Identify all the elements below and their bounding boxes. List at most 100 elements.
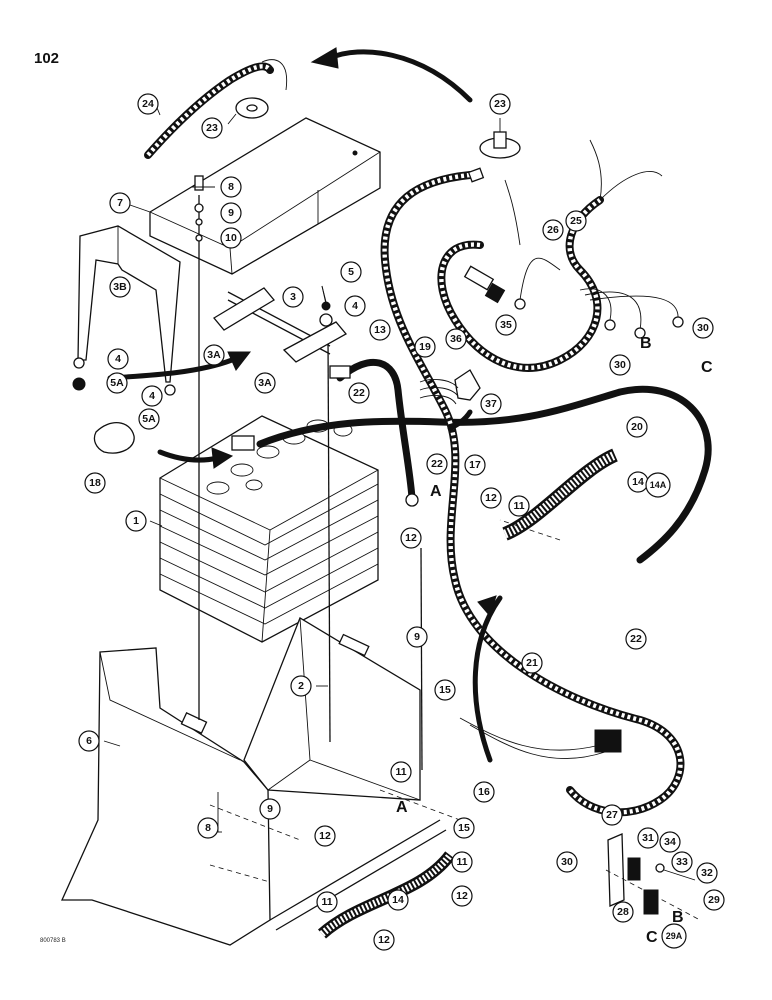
page-number: 102 [34, 50, 60, 67]
assembly-arrows [107, 47, 503, 763]
svg-text:8: 8 [205, 822, 211, 834]
callout-32: 32 [696, 862, 718, 884]
svg-text:10: 10 [225, 232, 237, 244]
svg-text:11: 11 [456, 856, 467, 868]
svg-text:26: 26 [547, 224, 559, 236]
ground-strap-14-lower [318, 851, 455, 939]
callout-21: 21 [521, 652, 543, 674]
svg-text:37: 37 [485, 398, 497, 410]
svg-text:12: 12 [378, 934, 390, 946]
callout-5a-a: 5A [106, 372, 128, 394]
svg-text:16: 16 [478, 786, 490, 798]
boot-19 [419, 379, 459, 405]
terminal-boot-18 [93, 422, 135, 454]
callout-2: 2 [290, 675, 312, 697]
callout-23-b: 23 [489, 93, 511, 115]
svg-text:30: 30 [561, 856, 573, 868]
hold-down-bar [213, 287, 348, 363]
callout-15-b: 15 [453, 817, 475, 839]
bracket-27 [607, 833, 696, 915]
svg-text:31: 31 [642, 832, 654, 844]
callout-4-c: 4 [141, 385, 163, 407]
callout-11-d: 11 [316, 891, 338, 913]
bracket-3b [72, 225, 181, 396]
alignment-lines [209, 519, 701, 921]
callout-22-a: 22 [348, 382, 370, 404]
leader-lines [103, 102, 501, 833]
callout-19: 19 [414, 336, 436, 358]
callout-28: 28 [612, 901, 634, 923]
figure-code: 800783 B [40, 938, 66, 944]
callout-3a-right: 3A [254, 372, 276, 394]
svg-text:3A: 3A [207, 349, 221, 361]
svg-text:3: 3 [290, 291, 296, 303]
svg-text:11: 11 [395, 766, 406, 778]
svg-text:12: 12 [485, 492, 497, 504]
svg-text:9: 9 [267, 803, 273, 815]
svg-text:11: 11 [321, 896, 332, 908]
callout-8-a: 8 [220, 176, 242, 198]
callout-4-b: 4 [344, 295, 366, 317]
callout-29a: 29A [661, 923, 687, 949]
callout-16: 16 [473, 781, 495, 803]
svg-text:5A: 5A [110, 377, 124, 389]
connection-letter-a-lower: A [396, 799, 408, 816]
svg-text:19: 19 [419, 341, 431, 353]
svg-text:28: 28 [617, 906, 629, 918]
svg-text:29: 29 [708, 894, 720, 906]
cable-24 [144, 59, 288, 159]
callout-10: 10 [220, 227, 242, 249]
svg-text:14: 14 [632, 476, 644, 488]
callout-5: 5 [340, 261, 362, 283]
svg-text:25: 25 [570, 215, 582, 227]
connection-letter-b-lower: B [672, 909, 684, 926]
callout-6: 6 [78, 730, 100, 752]
callout-3: 3 [282, 286, 304, 308]
svg-text:12: 12 [456, 890, 468, 902]
callout-26: 26 [542, 219, 564, 241]
connection-letter-a-upper: A [430, 483, 442, 500]
callout-1: 1 [125, 510, 147, 532]
svg-text:2: 2 [298, 680, 304, 692]
callout-35: 35 [495, 314, 517, 336]
svg-text:4: 4 [115, 353, 121, 365]
callout-13: 13 [369, 319, 391, 341]
callout-15-a: 15 [434, 679, 456, 701]
callout-8-b: 8 [197, 817, 219, 839]
connection-letter-b-upper: B [640, 335, 652, 352]
svg-text:22: 22 [630, 633, 642, 645]
callout-29: 29 [703, 889, 725, 911]
callout-23-a: 23 [201, 117, 223, 139]
svg-text:4: 4 [352, 300, 358, 312]
svg-text:22: 22 [431, 458, 443, 470]
svg-text:12: 12 [405, 532, 417, 544]
svg-text:23: 23 [206, 122, 218, 134]
svg-text:5A: 5A [142, 413, 156, 425]
svg-text:6: 6 [86, 735, 92, 747]
svg-text:15: 15 [439, 684, 451, 696]
callout-17: 17 [464, 454, 486, 476]
callout-30-c: 30 [556, 851, 578, 873]
svg-text:36: 36 [450, 333, 462, 345]
callout-3a-left: 3A [203, 344, 225, 366]
cable-13 [336, 358, 416, 502]
callout-9-a: 9 [220, 202, 242, 224]
callout-9-b: 9 [406, 626, 428, 648]
svg-text:3B: 3B [113, 281, 127, 293]
callout-14-a: 14 [627, 471, 649, 493]
svg-text:11: 11 [513, 500, 524, 512]
svg-text:4: 4 [149, 390, 155, 402]
callout-20: 20 [626, 416, 648, 438]
cable-20 [256, 385, 712, 564]
terminal-boot-36 [454, 369, 481, 401]
svg-text:17: 17 [469, 459, 481, 471]
grommet-23-right [479, 131, 521, 159]
svg-text:22: 22 [353, 387, 365, 399]
svg-text:9: 9 [414, 631, 420, 643]
callout-30-b: 30 [609, 354, 631, 376]
callout-3b: 3B [109, 276, 131, 298]
callout-4-a: 4 [107, 348, 129, 370]
callout-31: 31 [637, 827, 659, 849]
callout-34: 34 [659, 831, 681, 853]
svg-text:32: 32 [701, 867, 713, 879]
